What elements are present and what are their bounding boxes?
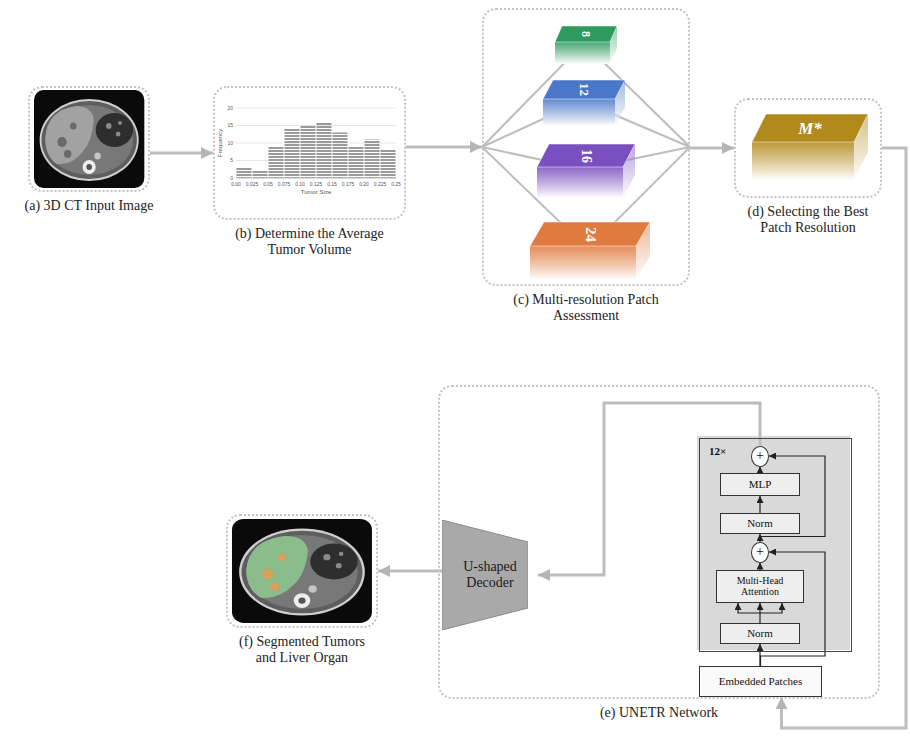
connector [760, 563, 761, 571]
patch-block: 24 [530, 222, 650, 280]
tick-label: 20 [211, 106, 233, 111]
patch-backing [543, 99, 615, 126]
patch-front [530, 246, 636, 280]
stage-caption: (a) 3D CT Input Image [9, 198, 169, 214]
patch-front [543, 99, 615, 126]
patch-block: 16 [537, 144, 635, 198]
patch-backing [530, 246, 636, 280]
patch-label-area: M* [752, 114, 868, 142]
layer-name: Norm [747, 518, 773, 530]
connector-line [738, 603, 760, 613]
ct-image [232, 519, 372, 623]
ct-image [34, 90, 144, 188]
connector-line [759, 563, 760, 571]
layer-name: Multi-Head Attention [717, 576, 803, 597]
add-node: + [751, 446, 769, 467]
connector-line [150, 152, 213, 155]
axis-title: Frequency [217, 118, 223, 168]
patch-size: M* [798, 120, 822, 137]
connector-line [406, 146, 482, 149]
block-fill [697, 436, 850, 650]
repeat-count: 12× [709, 445, 726, 457]
patch-backing [537, 167, 623, 198]
patch-block: M* [752, 114, 868, 180]
fan-lines [482, 43, 690, 249]
stage-panel: (b) Determine the Average Tumor Volume [213, 86, 406, 220]
stage-panel: (d) Selecting the Best Patch ResolutionM… [734, 98, 882, 198]
patch-front [555, 42, 610, 64]
patch-size: 16 [579, 149, 593, 163]
stage-panel: (c) Multi-resolution Patch Assessment812… [482, 8, 690, 286]
stage-caption: (f) Segmented Tumors and Liver Organ [232, 634, 372, 666]
connector [760, 496, 761, 513]
tick-label: 0 [211, 176, 233, 181]
tick-label: 15 [211, 123, 233, 128]
stage-panel: (e) UNETR Network12×+MLPNorm+Multi-Head … [438, 385, 880, 699]
connector-line [759, 496, 760, 513]
stage-caption: (b) Determine the Average Tumor Volume [222, 226, 397, 258]
layer-name: MLP [749, 479, 772, 491]
patch-front [752, 142, 854, 180]
layer-box: Norm [720, 513, 800, 534]
patch-top [543, 80, 625, 99]
connector [738, 603, 782, 623]
stage-panel: (a) 3D CT Input Image [28, 86, 150, 192]
stage-caption: (d) Selecting the Best Patch Resolution [733, 204, 883, 236]
layer-box: Multi-Head Attention [716, 570, 804, 603]
tick-label: 10 [211, 141, 233, 146]
patch-label-area: 24 [530, 222, 650, 246]
tick-label: 0.25 [371, 182, 421, 187]
patch-top [555, 26, 617, 42]
connector [406, 147, 482, 148]
layer-name: Norm [747, 628, 773, 640]
patch-label-area: 16 [537, 144, 635, 167]
connector-line [760, 603, 782, 613]
layer-box: Embedded Patches [699, 666, 822, 697]
histogram [236, 108, 396, 178]
connector [150, 153, 213, 154]
decoder-name: U-shaped Decoder [442, 559, 538, 591]
patch-top [530, 222, 650, 246]
stage-panel: (f) Segmented Tumors and Liver Organ [226, 514, 378, 628]
patch-front [537, 167, 623, 198]
tick-label: 5 [211, 158, 233, 163]
patch-label-area: 12 [543, 80, 625, 99]
add-symbol: + [756, 449, 764, 464]
segmentation-overlay [246, 536, 308, 598]
connector [378, 571, 442, 572]
patch-block: 12 [543, 80, 625, 126]
transformer-block: 12×+MLPNorm+Multi-Head AttentionNorm [699, 438, 852, 652]
stage-caption: (e) UNETR Network [559, 705, 759, 721]
patch-backing [752, 142, 854, 180]
patch-block: 8 [555, 26, 617, 64]
patch-size: 8 [580, 31, 592, 37]
layer-name: Embedded Patches [719, 676, 802, 688]
decoder-shape: U-shaped Decoder [442, 520, 538, 630]
patch-top [537, 144, 635, 167]
connector-line [690, 147, 734, 150]
connector [690, 148, 734, 149]
layer-box: Norm [720, 623, 800, 644]
add-node: + [751, 542, 769, 563]
add-symbol: + [756, 545, 764, 560]
patch-size: 24 [583, 227, 598, 242]
patch-top [752, 114, 868, 142]
patch-label-area: 8 [555, 26, 617, 42]
axis-title: Tumor Size [291, 189, 341, 195]
patch-size: 12 [578, 83, 591, 96]
stage-caption: (c) Multi-resolution Patch Assessment [499, 292, 674, 324]
layer-box: MLP [720, 473, 800, 496]
patch-backing [555, 42, 610, 64]
connector-line [378, 570, 442, 573]
